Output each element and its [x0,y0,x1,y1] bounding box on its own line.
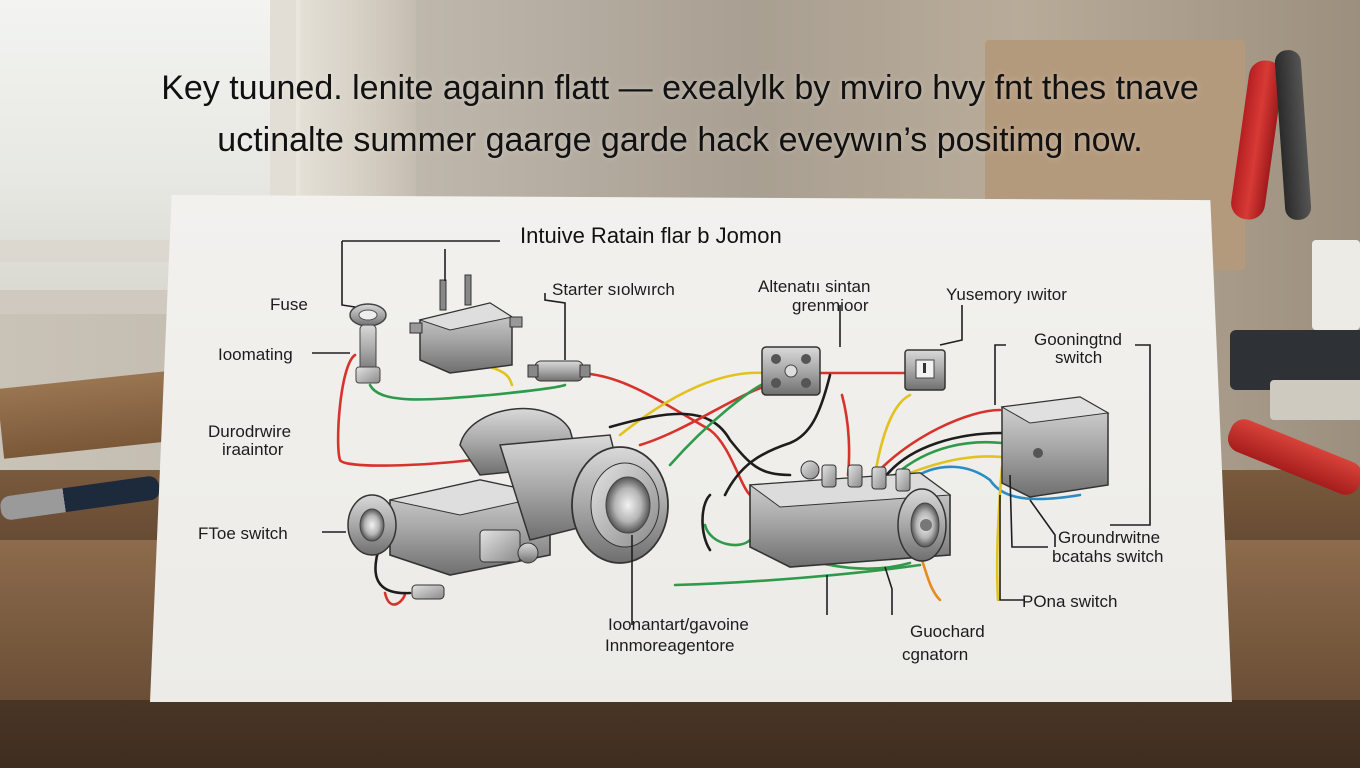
wire-yellow [873,393,912,477]
wire-black [883,431,1004,479]
wire-red [383,591,407,606]
headline-line-2: uctinalte summer gaarge garde hack eveyw… [217,121,1143,159]
wire-black [723,373,832,497]
wire-blue [908,465,1082,501]
label-grounding-line-1: Gooningtnd [1034,330,1122,349]
wire-green [893,440,1004,477]
wires [336,353,1082,606]
label-ground-wire-line-2: bcatahs switch [1052,547,1164,566]
wire-green [673,563,922,587]
grounding-switch-component [1000,396,1110,498]
leader-lines [312,240,1151,625]
label-iraaintor: iraaintor [222,440,284,459]
label-gouchard-line-1: Guochard [910,622,985,641]
wiring-diagram-poster: Intuive Ratain flar b Jomon [150,195,1232,702]
wire-green [368,383,567,401]
wall-outlet [1312,240,1360,330]
wire-yellow [995,465,1004,602]
label-ftoe-switch: FToe switch [198,524,288,543]
wire-red [336,353,492,467]
label-pona-switch: POna switch [1022,592,1117,611]
starter-solenoid-component [527,360,591,382]
label-fuse: Fuse [270,295,308,314]
diagram-title: Intuive Ratain flar b Jomon [520,223,782,248]
label-grounding-line-2: switch [1055,348,1102,367]
relay-component [409,274,523,374]
wire-yellow [488,365,514,387]
label-ioonant-line-2: Innmoreagentore [605,636,734,655]
wire-yellow [903,455,1004,477]
starter-motor-component [347,407,669,600]
wire-green [668,381,767,467]
fuse-component [349,303,387,384]
wire-black [701,493,712,552]
headline-line-1: Key tuuned. lenite againn flatt — exealy… [161,69,1199,107]
control-module-component [748,460,952,568]
label-alternator-line-1: Altenatıı sintan [758,277,870,296]
sensor-switch-component [904,349,946,391]
label-alternator-line-2: grenmioor [792,296,869,315]
label-ground-wire-line-1: Groundrwitne [1058,528,1160,547]
label-gouchard-line-2: cgnatorn [902,645,968,664]
headline: Key tuuned. lenite againn flatt — exealy… [60,62,1300,166]
alternator-plate-component [761,346,821,396]
wire-yellow [618,371,767,437]
label-durodrwire: Durodrwire [208,422,291,441]
label-ioomating: Ioomating [218,345,293,364]
label-ioonant-line-1: Ioonantart/gavoine [608,615,749,634]
wire-red [840,393,851,477]
label-starter-solenoid: Starter sıolwırch [552,280,675,299]
toolbox [1270,380,1360,420]
wiring-diagram: Intuive Ratain flar b Jomon [198,223,1164,664]
wire-green [703,523,752,547]
label-sensor-switch: Yusemory ıwitor [946,285,1067,304]
wire-red [868,408,1002,482]
wire-black [608,412,792,477]
